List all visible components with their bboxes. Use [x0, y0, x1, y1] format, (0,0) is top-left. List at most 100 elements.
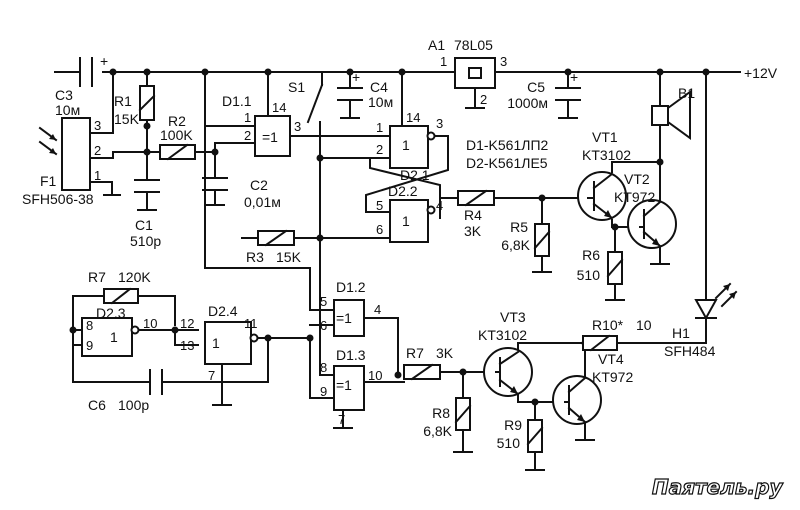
c1-ref: C1 [135, 217, 153, 233]
c5-ref: C5 [527, 79, 545, 95]
junction-dot [171, 326, 179, 334]
r3-ref: R3 [246, 249, 264, 265]
resistor-r8: R8 6,8K [423, 397, 472, 439]
svg-text:1: 1 [212, 335, 220, 351]
capacitor-c4: + C4 10м [337, 69, 393, 110]
r8-value: 6,8K [423, 423, 452, 439]
r7a-value: 120K [118, 269, 151, 285]
h1-part: SFH484 [664, 343, 716, 359]
vt1-ref: VT1 [592, 129, 618, 145]
gate-d2-2: 1 D2.2 5 6 4 [376, 183, 443, 243]
junction-dot [143, 148, 151, 156]
vt4-part: KT972 [592, 369, 633, 385]
gate-d2-4: 1 D2.4 12 13 11 7 [180, 303, 259, 383]
junction-dot [346, 68, 354, 76]
r5-ref: R5 [510, 219, 528, 235]
svg-text:1: 1 [244, 110, 251, 125]
svg-text:10: 10 [368, 368, 382, 383]
c5-value: 1000м [507, 95, 548, 111]
junction-dot [264, 334, 272, 342]
svg-text:8: 8 [86, 318, 93, 333]
r4-value: 3K [464, 223, 482, 239]
gate-d2-1: 1 D2.1 1 2 3 14 [376, 110, 443, 183]
c1-value: 510р [130, 233, 161, 249]
r6-ref: R6 [582, 247, 600, 263]
junction-dot [656, 158, 664, 166]
junction-dot [69, 326, 77, 334]
svg-text:1: 1 [440, 54, 447, 69]
junction-dot [656, 68, 664, 76]
svg-text:14: 14 [272, 100, 286, 115]
junction-dot [306, 334, 314, 342]
d21-ref: D2.1 [400, 167, 430, 183]
transistor-vt1: VT1 KT3102 [577, 129, 631, 221]
d24-ref: D2.4 [208, 303, 238, 319]
r9-value: 510 [497, 435, 521, 451]
svg-text:=1: =1 [336, 377, 352, 393]
r8-ref: R8 [432, 405, 450, 421]
junction-dot [564, 68, 572, 76]
svg-text:11: 11 [244, 316, 258, 331]
resistor-r9: R9 510 [497, 417, 544, 453]
c6-ref: C6 [88, 397, 106, 413]
chip-note-d1: D1-K561ЛП2 [466, 137, 549, 153]
wires [54, 71, 741, 471]
r5-value: 6,8K [501, 237, 530, 253]
junction-dot [143, 68, 151, 76]
junction-dot [531, 398, 539, 406]
a1-part: 78L05 [454, 37, 493, 53]
r10-value: 10 [636, 317, 652, 333]
r1-value: 15K [114, 111, 140, 127]
r7b-ref: R7 [406, 345, 424, 361]
d22-ref: D2.2 [388, 183, 418, 199]
resistor-r1: R1 15K [114, 85, 156, 127]
junction-dot [264, 68, 272, 76]
svg-text:+: + [570, 69, 578, 85]
svg-text:4: 4 [374, 302, 381, 317]
svg-text:5: 5 [376, 198, 383, 213]
svg-text:7: 7 [208, 368, 215, 383]
svg-text:4: 4 [436, 198, 443, 213]
r10-ref: R10* [592, 317, 624, 333]
ir-led-h1: H1 SFH484 [664, 282, 738, 359]
capacitor-c5: + C5 1000м [507, 69, 581, 111]
r6-value: 510 [577, 267, 601, 283]
svg-text:3: 3 [436, 116, 443, 131]
resistor-r7-120k: R7 120K [88, 269, 151, 305]
r7b-value: 3K [436, 345, 454, 361]
c6-value: 100р [118, 397, 149, 413]
svg-text:7: 7 [338, 412, 345, 427]
svg-text:2: 2 [376, 142, 383, 157]
c4-value: 10м [368, 94, 393, 110]
capacitor-c3: + C3 10м [55, 53, 108, 118]
f1-part: SFH506-38 [22, 191, 94, 207]
junction-dot [538, 194, 546, 202]
transistor-vt3: VT3 KT3102 [478, 309, 533, 397]
s1-ref: S1 [288, 79, 305, 95]
r2-ref: R2 [168, 113, 186, 129]
c3-value: 10м [55, 102, 80, 118]
svg-text:1: 1 [94, 168, 101, 183]
junction-dot [394, 371, 402, 379]
svg-text:8: 8 [320, 360, 327, 375]
r4-ref: R4 [464, 207, 482, 223]
d13-ref: D1.3 [336, 347, 366, 363]
junction-dot [611, 223, 619, 231]
watermark: Паятель.ру [652, 475, 783, 499]
vt4-ref: VT4 [598, 351, 624, 367]
svg-text:1: 1 [376, 120, 383, 135]
gate-d1-3: =1 D1.3 8 9 10 7 [320, 347, 382, 427]
r7a-ref: R7 [88, 269, 106, 285]
vt3-ref: VT3 [500, 309, 526, 325]
vt3-part: KT3102 [478, 327, 527, 343]
resistor-r6: R6 510 [577, 247, 624, 285]
chip-note-d2: D2-K561ЛЕ5 [466, 155, 548, 171]
junction-dot [201, 68, 209, 76]
vt2-part: KT972 [614, 189, 655, 205]
junction-dot [211, 148, 219, 156]
regulator-a1: A1 78L05 1 3 2 [428, 37, 507, 107]
svg-text:3: 3 [500, 54, 507, 69]
b1-ref: B1 [678, 85, 695, 101]
svg-text:=1: =1 [336, 310, 352, 326]
